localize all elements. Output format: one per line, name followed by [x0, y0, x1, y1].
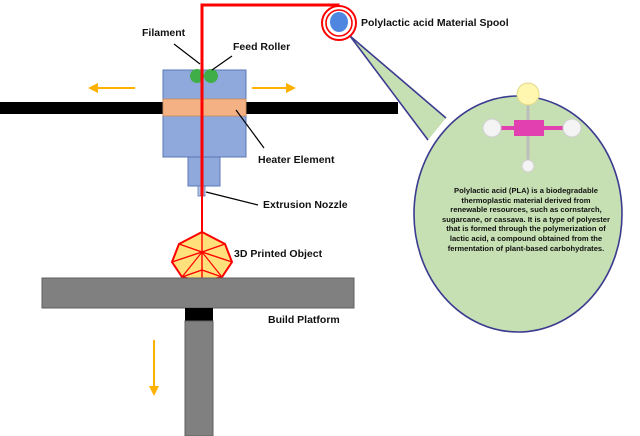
spool-icon — [321, 5, 357, 41]
leader-heater — [235, 109, 265, 149]
leader-nozzle — [205, 191, 259, 206]
build-platform — [41, 277, 355, 309]
print-head-lower — [187, 156, 221, 187]
label-nozzle: Extrusion Nozzle — [263, 199, 348, 211]
feed-roller-right — [204, 69, 218, 83]
callout-tail — [350, 36, 446, 140]
label-printed-object: 3D Printed Object — [234, 248, 323, 260]
leader-filament — [173, 43, 201, 65]
arrow-down-icon — [149, 340, 159, 396]
platform-joint — [185, 308, 213, 321]
heater-element — [162, 98, 247, 117]
arrow-left-icon — [88, 83, 135, 93]
pla-description: Polylactic acid (PLA) is a biodegradable… — [442, 186, 610, 253]
pla-molecule-icon — [482, 82, 582, 173]
label-build-platform: Build Platform — [268, 314, 340, 326]
callout-tail-edge-b — [349, 35, 429, 141]
leader-feed-roller — [211, 55, 233, 71]
label-filament: Filament — [142, 27, 186, 39]
label-spool: Polylactic acid Material Spool — [361, 17, 509, 29]
label-heater: Heater Element — [258, 154, 335, 166]
arrow-right-icon — [252, 83, 296, 93]
label-feed-roller: Feed Roller — [233, 41, 291, 53]
printed-object-icon — [170, 230, 234, 284]
callout-tail-edge-a — [349, 35, 447, 119]
platform-column — [184, 320, 214, 436]
